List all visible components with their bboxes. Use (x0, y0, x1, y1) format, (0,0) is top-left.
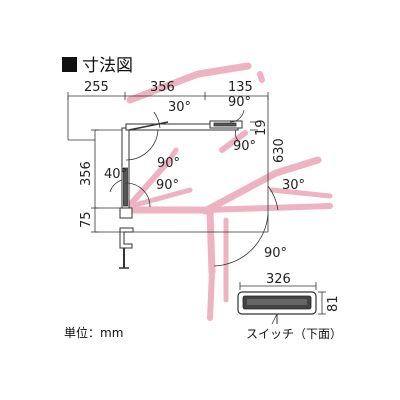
angle-head-up: 30° (168, 100, 191, 115)
ghost-arm-positions (125, 62, 333, 321)
switch-detail: 326 81 スイッチ（下面） (237, 272, 342, 341)
angle-head-right: 90° (228, 95, 251, 110)
lamp-drawing (119, 120, 243, 269)
angle-base: 90° (156, 178, 179, 193)
angle-head-down: 90° (233, 139, 256, 154)
dim-base-height: 75 (79, 211, 94, 228)
title-square-bullet (62, 57, 77, 72)
diagram-title: 寸法図 (82, 56, 133, 76)
dim-head-thickness: 19 (254, 119, 269, 136)
dim-top-mid: 356 (150, 80, 175, 95)
angle-elbow: 90° (157, 156, 180, 171)
dim-top-left: 255 (84, 80, 109, 95)
unit-label: 単位：mm (64, 325, 123, 340)
dim-switch-width: 326 (266, 272, 291, 287)
dim-right-height: 630 (272, 138, 287, 163)
dim-switch-height: 81 (326, 295, 341, 312)
switch-label: スイッチ（下面） (246, 327, 342, 341)
angle-arm-tilt: 40° (104, 167, 127, 182)
angle-lower-bottom: 90° (264, 246, 287, 261)
dim-upper-arm: 356 (79, 161, 94, 186)
dimension-labels: 255 356 135 630 19 356 75 30° 90° 90° 90… (79, 80, 305, 261)
dimension-lines (67, 92, 279, 267)
dim-top-right: 135 (228, 80, 253, 95)
angle-lower-right: 30° (282, 178, 305, 193)
